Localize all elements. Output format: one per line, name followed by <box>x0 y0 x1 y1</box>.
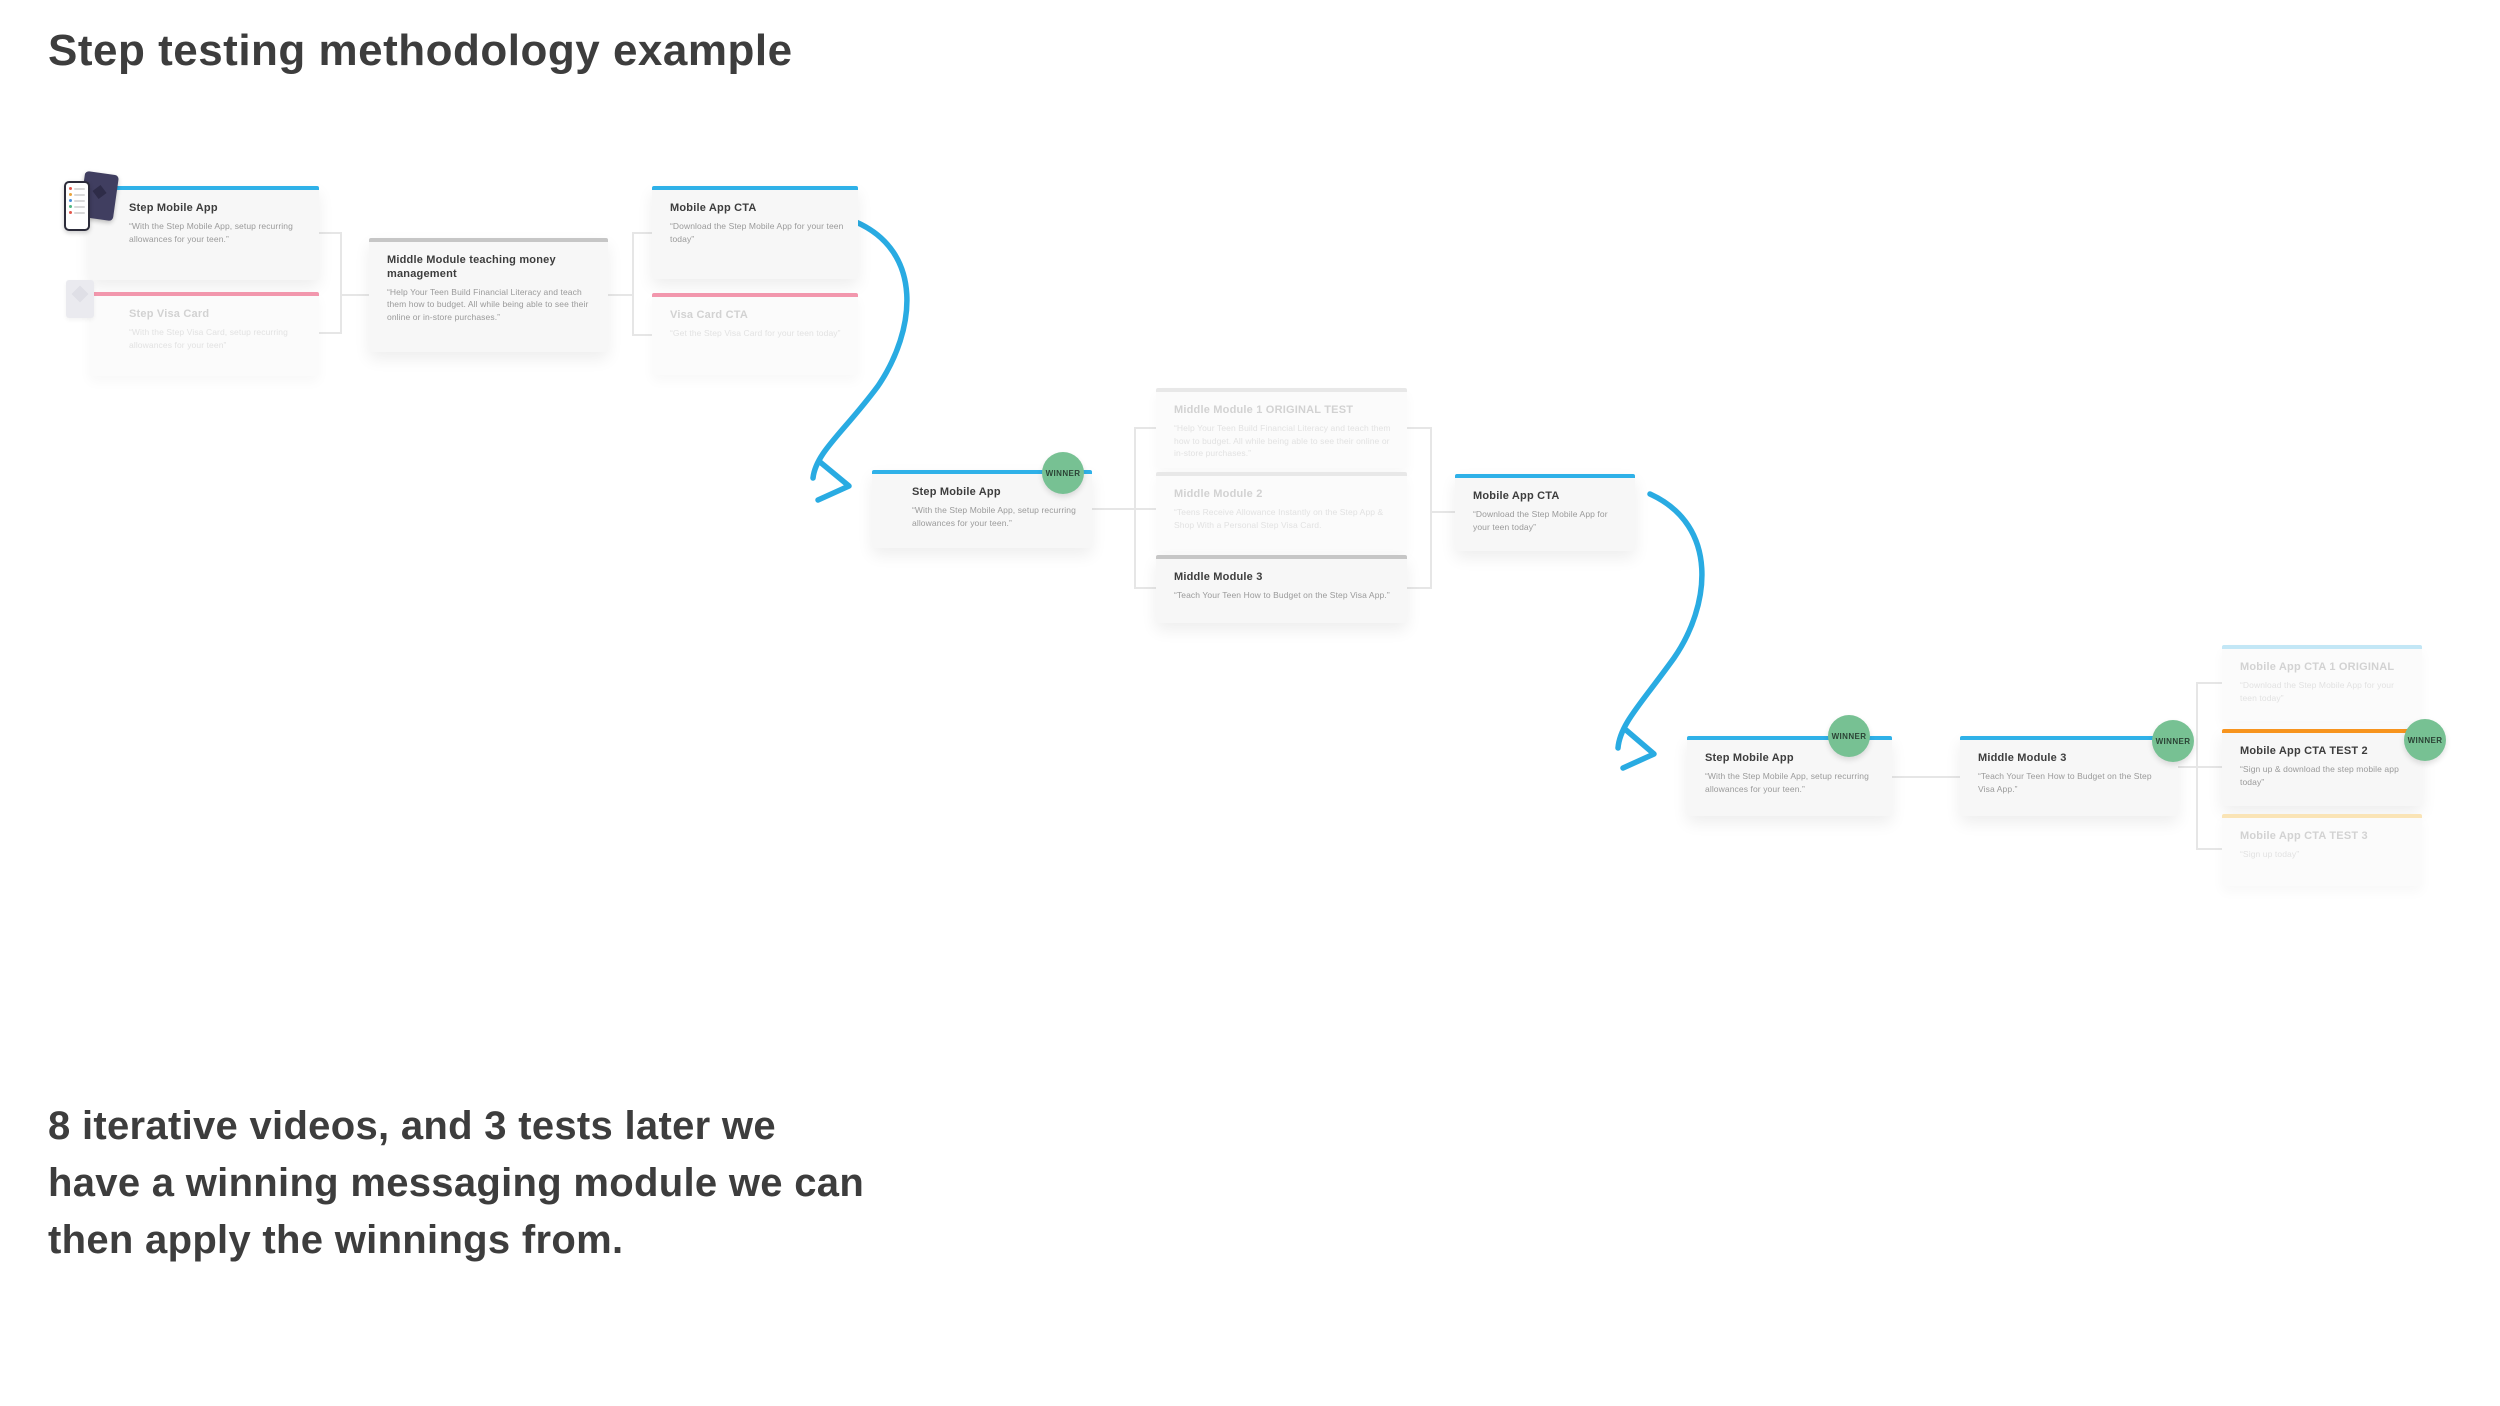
page-title: Step testing methodology example <box>48 26 793 75</box>
card-title: Middle Module 2 <box>1174 488 1263 500</box>
summary-line-3: then apply the winnings from. <box>48 1218 624 1262</box>
phone-front-mockup <box>64 181 90 231</box>
connector-line <box>340 232 342 334</box>
step-app-phone-image <box>64 170 122 231</box>
summary-line-1: 8 iterative videos, and 3 tests later we <box>48 1104 776 1148</box>
card-title: Step Mobile App <box>129 202 218 214</box>
connector-line <box>1407 587 1432 589</box>
connector-line <box>1134 587 1158 589</box>
connector-line <box>632 334 652 336</box>
connector-line <box>2196 766 2222 768</box>
card-body: “With the Step Visa Card, setup recurrin… <box>129 326 288 350</box>
card-body: “Sign up today” <box>2240 848 2300 859</box>
connector-line <box>1134 508 1158 510</box>
card-body: “Get the Step Visa Card for your teen to… <box>670 327 841 338</box>
card-title: Step Mobile App <box>912 486 1001 498</box>
card-middle-module-3-winner: WINNER Middle Module 3 “Teach Your Teen … <box>1960 720 2194 816</box>
card-step-mobile-app-2-winner: WINNER Step Mobile App “With the Step Mo… <box>872 452 1092 548</box>
card-body: “Sign up & download the step mobile app … <box>2240 763 2399 787</box>
card-title: Mobile App CTA TEST 3 <box>2240 830 2368 842</box>
card-title: Middle Module 3 <box>1174 571 1263 583</box>
card-body: “Teens Receive Allowance Instantly on th… <box>1174 506 1384 530</box>
card-title: Step Mobile App <box>1705 752 1794 764</box>
card-body: “Help Your Teen Build Financial Literacy… <box>1174 422 1391 459</box>
card-body: “Help Your Teen Build Financial Literacy… <box>387 286 589 323</box>
card-body: “Teach Your Teen How to Budget on the St… <box>1978 770 2152 794</box>
flow-arrow-1-head <box>815 459 852 503</box>
card-body: “With the Step Mobile App, setup recurri… <box>912 504 1076 528</box>
card-body: “Download the Step Mobile App for your t… <box>2240 679 2395 703</box>
summary-line-2: have a winning messaging module we can <box>48 1161 865 1205</box>
step-visa-card-image <box>66 280 94 318</box>
connector-line <box>632 232 634 336</box>
card-step-mobile-app-3-winner: WINNER Step Mobile App “With the Step Mo… <box>1687 715 1892 816</box>
card-visa-card-cta: Visa Card CTA “Get the Step Visa Card fo… <box>652 293 858 375</box>
winner-badge: WINNER <box>1042 452 1084 494</box>
card-title: Mobile App CTA <box>670 202 757 214</box>
card-middle-module-teaching: Middle Module teaching money management … <box>369 238 608 352</box>
summary-statement: 8 iterative videos, and 3 tests later we… <box>48 1098 864 1269</box>
card-step-mobile-app-1: Step Mobile App “With the Step Mobile Ap… <box>89 186 319 280</box>
connector-line <box>608 294 634 296</box>
connector-line <box>1430 427 1432 589</box>
card-step-visa-card: Step Visa Card “With the Step Visa Card,… <box>89 292 319 376</box>
card-mobile-app-cta-2: Mobile App CTA “Download the Step Mobile… <box>1455 474 1635 551</box>
card-body: “Download the Step Mobile App for your t… <box>1473 508 1608 532</box>
connector-line <box>2196 848 2222 850</box>
card-title: Step Visa Card <box>129 308 210 320</box>
step-diamond-logo <box>92 185 107 200</box>
card-title: Mobile App CTA <box>1473 490 1560 502</box>
card-mobile-app-cta-1: Mobile App CTA “Download the Step Mobile… <box>652 186 858 279</box>
card-title: Middle Module 3 <box>1978 752 2067 764</box>
connector-line <box>1092 508 1136 510</box>
card-body: “Download the Step Mobile App for your t… <box>670 220 844 244</box>
connector-line <box>319 332 340 334</box>
card-title: Middle Module teaching money management <box>387 254 556 280</box>
card-middle-module-2: Middle Module 2 “Teens Receive Allowance… <box>1156 472 1407 551</box>
card-middle-module-3: Middle Module 3 “Teach Your Teen How to … <box>1156 555 1407 623</box>
card-title: Visa Card CTA <box>670 309 748 321</box>
connector-line <box>2196 682 2222 684</box>
winner-badge: WINNER <box>1828 715 1870 757</box>
card-mobile-app-cta-1-original: Mobile App CTA 1 ORIGINAL “Download the … <box>2222 645 2422 721</box>
card-body: “Teach Your Teen How to Budget on the St… <box>1174 589 1390 600</box>
card-title: Mobile App CTA TEST 2 <box>2240 745 2368 757</box>
card-mobile-app-cta-test-3: Mobile App CTA TEST 3 “Sign up today” <box>2222 814 2422 886</box>
connector-line <box>1892 776 1960 778</box>
connector-line <box>1134 427 1158 429</box>
connector-line <box>319 232 340 234</box>
card-title: Middle Module 1 ORIGINAL TEST <box>1174 404 1354 416</box>
connector-line <box>340 294 369 296</box>
connector-line <box>1430 511 1456 513</box>
connector-line <box>1407 427 1432 429</box>
connector-line <box>2178 766 2196 768</box>
card-body: “With the Step Mobile App, setup recurri… <box>1705 770 1869 794</box>
card-title: Mobile App CTA 1 ORIGINAL <box>2240 661 2395 673</box>
card-middle-module-1-original: Middle Module 1 ORIGINAL TEST “Help Your… <box>1156 388 1407 468</box>
card-body: “With the Step Mobile App, setup recurri… <box>129 220 293 244</box>
visa-card-diamond <box>71 285 89 303</box>
connector-line <box>632 232 652 234</box>
flow-arrow-2-head <box>1620 727 1657 771</box>
winner-badge: WINNER <box>2404 719 2446 761</box>
winner-badge: WINNER <box>2152 720 2194 762</box>
card-mobile-app-cta-test-2-winner: WINNER Mobile App CTA TEST 2 “Sign up & … <box>2222 719 2446 806</box>
